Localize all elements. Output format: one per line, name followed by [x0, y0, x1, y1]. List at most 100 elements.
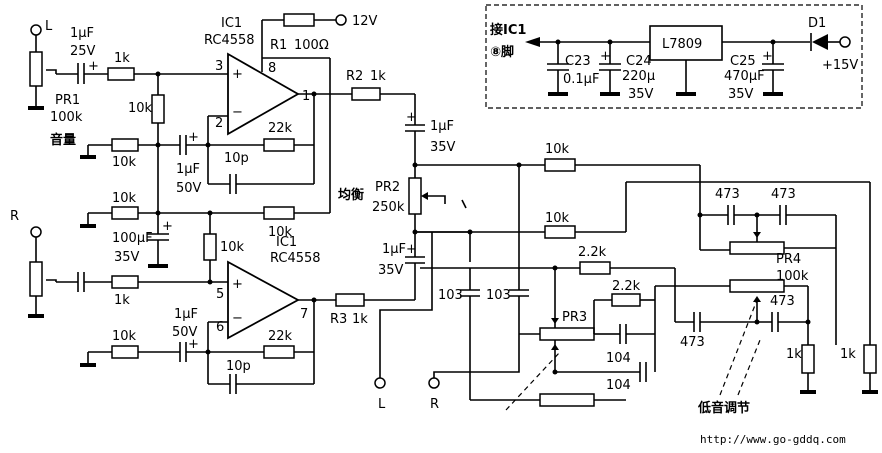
- svg-text:+: +: [88, 59, 99, 74]
- r-mid1-label: 10k: [112, 191, 137, 206]
- r1-resistor: [283, 13, 315, 27]
- c103a-label: 103: [438, 288, 463, 303]
- r-fb-left-in: [111, 138, 139, 152]
- svg-text:+: +: [232, 277, 243, 292]
- diode-icon: [812, 34, 828, 50]
- d1-label: D1: [808, 16, 826, 31]
- r-fb-left: [263, 138, 295, 152]
- c-right-50v-label: 50V: [172, 325, 198, 340]
- psu-pin8-label: ⑧脚: [490, 44, 514, 60]
- power-supply-section: 接IC1 ⑧脚 C23 0.1μF + C24 220μ 35V L7809: [485, 4, 863, 109]
- regulator-label: L7809: [662, 37, 702, 52]
- out-left-label: L: [378, 397, 386, 412]
- r-eq1: [544, 158, 576, 172]
- r1-value: 100Ω: [294, 38, 329, 53]
- cin-left-label: 1μF: [70, 26, 94, 41]
- vcc-label: 12V: [352, 14, 378, 29]
- tone-section: 10k 10k 473 473 PR4 100k 2.2k: [374, 142, 878, 416]
- c-left-1u-label: 1μF: [176, 162, 200, 177]
- r-eq3-label: 2.2k: [578, 245, 607, 260]
- c-left-50v-label: 50V: [176, 181, 202, 196]
- c25-voltage: 35V: [728, 87, 754, 102]
- r-div-bot-label: 10k: [220, 240, 245, 255]
- r-eq4: [611, 293, 641, 307]
- ic1-top-label: IC1: [221, 16, 242, 31]
- pr1-label: PR1: [55, 93, 80, 108]
- left-input-jack: [30, 24, 42, 36]
- left-input-label: L: [45, 19, 53, 34]
- pr3-lower-pot: [539, 393, 595, 407]
- r1-label: R1: [270, 38, 287, 53]
- balance-section: + 1μF 35V 均衡 PR2 250k + 1μF 35V: [338, 110, 545, 278]
- pin2-label: 2: [215, 116, 223, 131]
- c473d-label: 473: [680, 335, 705, 350]
- c103b-label: 103: [486, 288, 511, 303]
- opamp-bottom-section: IC1 RC4558 + − 5 6 7 10k + 1μF 50V 22k 1…: [80, 235, 416, 394]
- bias-section: 10k 10k + 100μF 35V 10k: [80, 191, 330, 282]
- left-input-section: L PR1 100k 音量 + 1μF 25V 1k 10k 10k: [28, 19, 228, 216]
- r3-resistor: [335, 293, 365, 307]
- c-fb-right-label: 10p: [226, 359, 251, 374]
- c23-label: C23: [565, 54, 591, 69]
- pr2-label: PR2: [375, 180, 400, 195]
- r-out2-label: 1k: [840, 347, 856, 362]
- bass-adjust-label: 低音调节: [697, 400, 750, 416]
- pr3-label: PR3: [562, 310, 587, 325]
- opamp-top-section: IC1 RC4558 + − 3 2 8 1 12V R1 100Ω 22k 1…: [158, 13, 416, 213]
- c-out-left-voltage: 35V: [430, 140, 456, 155]
- right-input-label: R: [10, 209, 19, 224]
- r-mid2-label: 10k: [268, 225, 293, 240]
- c24-label: C24: [626, 54, 652, 69]
- pr2-value: 250k: [372, 200, 405, 215]
- volume-label: 音量: [50, 132, 76, 148]
- vcc-terminal: [335, 14, 347, 26]
- r2-value: 1k: [370, 69, 386, 84]
- c473b-label: 473: [771, 187, 796, 202]
- c473c-label: 473: [770, 294, 795, 309]
- ic1-bottom-part: RC4558: [270, 251, 321, 266]
- r-mid2: [263, 206, 295, 220]
- psu-dashed-border: [485, 4, 863, 109]
- r-out1: [801, 344, 815, 374]
- pr1-right-pot: [29, 261, 43, 297]
- pr4-label: PR4: [776, 252, 801, 267]
- ic1-top-part: RC4558: [204, 33, 255, 48]
- out-right-label: R: [430, 397, 439, 412]
- pin7-label: 7: [300, 307, 308, 322]
- r-fb-left-label: 22k: [268, 121, 293, 136]
- c23-value: 0.1μF: [563, 72, 599, 87]
- source-url: http://www.go-gddq.com: [700, 433, 846, 446]
- rin-right: [111, 275, 139, 289]
- vin-terminal: [839, 36, 851, 48]
- svg-text:+: +: [406, 242, 417, 257]
- svg-text:+: +: [232, 67, 243, 82]
- arrow-left-icon: [525, 37, 540, 47]
- r-eq2: [544, 225, 576, 239]
- svg-text:+: +: [406, 110, 417, 125]
- c25-label: C25: [730, 54, 756, 69]
- r-fb-right-in: [111, 345, 139, 359]
- svg-text:+: +: [188, 130, 199, 145]
- c104b-label: 104: [606, 378, 631, 393]
- c104a-label: 104: [606, 351, 631, 366]
- opamp-top: [227, 52, 300, 136]
- pr2-potentiometer: [408, 177, 422, 215]
- c-out-right-voltage: 35V: [378, 263, 404, 278]
- svg-text:+: +: [188, 337, 199, 352]
- c-right-1u-label: 1μF: [174, 307, 198, 322]
- c-out-left-label: 1μF: [430, 119, 454, 134]
- r-out2: [863, 344, 877, 374]
- pr4-lower-pot: [729, 279, 785, 293]
- out-right-jack: [428, 377, 440, 389]
- pin5-label: 5: [216, 287, 224, 302]
- c24-value: 220μ: [622, 69, 655, 84]
- r3-label: R3: [330, 312, 347, 327]
- r-fb-right: [263, 345, 295, 359]
- r-out1-label: 1k: [786, 347, 802, 362]
- svg-text:−: −: [232, 311, 243, 326]
- r-eq2-label: 10k: [545, 211, 570, 226]
- r-mid1: [111, 206, 139, 220]
- pin3-label: 3: [215, 59, 223, 74]
- pr3-potentiometer: [539, 327, 595, 341]
